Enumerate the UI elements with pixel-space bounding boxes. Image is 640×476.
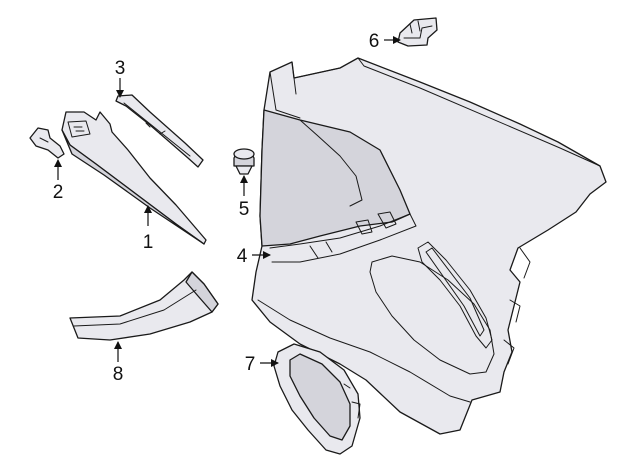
part-8-sill-trim	[69, 271, 219, 341]
part-6-bracket	[397, 17, 438, 47]
callout-5: 5	[239, 199, 250, 220]
part-7-trim-ring	[273, 343, 361, 455]
callout-6: 6	[369, 31, 380, 52]
callout-2: 2	[53, 182, 64, 203]
callout-4: 4	[237, 246, 248, 267]
leader-lines	[54, 36, 401, 367]
callout-8: 8	[113, 364, 124, 385]
callout-1: 1	[143, 232, 154, 253]
callout-3: 3	[115, 58, 126, 79]
part-2-clip	[29, 127, 65, 159]
callout-7: 7	[245, 354, 256, 375]
part-3-trim-strip	[115, 94, 204, 168]
part-1-pillar-trim	[61, 111, 207, 245]
part-5-push-clip	[233, 148, 255, 175]
part-4-quarter-panel	[251, 57, 607, 435]
